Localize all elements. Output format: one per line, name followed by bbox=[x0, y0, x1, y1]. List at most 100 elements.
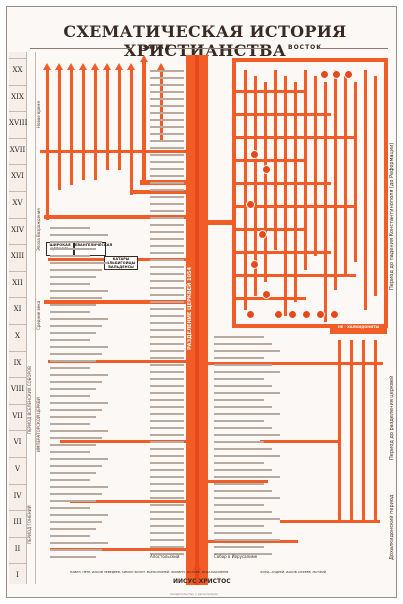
autocephaly-marker bbox=[250, 150, 259, 159]
annotation-line bbox=[150, 266, 184, 268]
annotation-line bbox=[150, 406, 184, 408]
century-divider bbox=[9, 244, 26, 246]
annotation-line bbox=[214, 546, 264, 548]
annotation-line bbox=[150, 210, 184, 212]
annotation-line bbox=[150, 504, 184, 506]
annotation-line bbox=[50, 374, 108, 376]
annotation-line bbox=[150, 462, 184, 464]
period-label-councils: ПЕРИОД ВСЕЛЕНСКИХ СОБОРОВ bbox=[27, 366, 32, 434]
west-box-cathars: КАТАРЫ АЛЬБИГОЙЦЫ ВАЛЬДЕНСЫ bbox=[104, 256, 138, 270]
annotation-line bbox=[50, 493, 102, 495]
century-IV: IV bbox=[13, 491, 22, 500]
east-church-line bbox=[294, 82, 297, 302]
east-church-line bbox=[344, 76, 347, 276]
annotation-line bbox=[150, 343, 184, 345]
annotation-line bbox=[50, 360, 96, 362]
annotation-line bbox=[150, 105, 184, 107]
annotation-line bbox=[150, 238, 184, 240]
century-II: II bbox=[14, 544, 21, 553]
west-denom-line-9 bbox=[142, 62, 146, 182]
oriental-line-4 bbox=[374, 340, 377, 520]
annotation-line bbox=[50, 465, 102, 467]
annotation-line bbox=[50, 346, 108, 348]
annotation-line bbox=[214, 539, 280, 541]
west-denom-line-8 bbox=[130, 70, 133, 195]
century-V: V bbox=[14, 465, 21, 473]
annotation-line bbox=[150, 287, 184, 289]
century-divider bbox=[9, 58, 26, 59]
annotation-line bbox=[214, 350, 280, 352]
century-divider bbox=[9, 510, 26, 512]
east-church-line bbox=[324, 82, 327, 322]
annotation-line bbox=[214, 553, 272, 555]
century-divider bbox=[9, 137, 26, 139]
east-cross-link bbox=[236, 228, 306, 231]
annotation-line bbox=[214, 385, 272, 387]
autocephaly-marker bbox=[316, 310, 325, 319]
annotation-line bbox=[150, 490, 184, 492]
east-church-line bbox=[304, 70, 307, 270]
arrow-up-4 bbox=[79, 63, 87, 70]
annotation-line bbox=[50, 276, 96, 278]
century-divider bbox=[9, 457, 26, 458]
east-branch-iii bbox=[208, 540, 298, 543]
annotation-line bbox=[150, 147, 184, 149]
west-branch-xv bbox=[44, 215, 186, 219]
east-bottom-bar bbox=[232, 324, 388, 328]
annotation-line bbox=[50, 430, 108, 432]
annotation-line bbox=[50, 514, 108, 516]
east-church-line bbox=[314, 76, 317, 256]
east-left-rail bbox=[232, 58, 236, 328]
autocephaly-marker bbox=[332, 70, 341, 79]
east-branch-ix bbox=[208, 362, 383, 365]
annotation-line bbox=[214, 448, 272, 450]
annotation-line bbox=[214, 371, 280, 373]
east-church-line bbox=[284, 76, 287, 316]
annotation-line bbox=[150, 140, 184, 142]
annotation-line bbox=[150, 84, 184, 86]
annotation-line bbox=[50, 262, 108, 264]
annotation-line bbox=[150, 329, 184, 331]
annotation-line bbox=[214, 413, 280, 415]
century-XVII: XVII bbox=[9, 145, 26, 154]
annotation-line bbox=[150, 126, 184, 128]
century-divider bbox=[9, 297, 26, 299]
annotation-line bbox=[150, 301, 184, 303]
period-label-persecution: ПЕРИОД ГОНЕНИЙ bbox=[27, 505, 32, 545]
annotation-line bbox=[150, 168, 184, 170]
annotation-line bbox=[50, 339, 90, 341]
east-cross-link bbox=[236, 297, 306, 300]
annotation-line bbox=[150, 378, 184, 380]
annotation-line bbox=[150, 231, 184, 233]
annotation-line bbox=[150, 217, 184, 219]
annotation-line bbox=[50, 458, 108, 460]
arrow-up-3 bbox=[67, 63, 75, 70]
autocephaly-marker bbox=[262, 290, 271, 299]
annotation-line bbox=[214, 357, 264, 359]
arrow-up-8 bbox=[127, 63, 135, 70]
apostolic-label: Апостольский bbox=[150, 554, 180, 559]
east-cross-link bbox=[236, 136, 356, 139]
century-column bbox=[9, 52, 27, 584]
origin-label: ИИСУС ХРИСТОС bbox=[173, 578, 231, 585]
annotation-line bbox=[150, 336, 184, 338]
arrow-up-2 bbox=[55, 63, 63, 70]
east-box-non-chalcedonian: НЕ - ХАЛКИДОНИТЫ bbox=[330, 324, 387, 334]
century-XIII: XIII bbox=[10, 252, 25, 261]
east-header: ВОСТОК bbox=[288, 44, 323, 51]
annotation-line bbox=[150, 518, 184, 520]
century-divider bbox=[9, 536, 26, 538]
century-XII: XII bbox=[12, 278, 23, 287]
annotation-line bbox=[50, 269, 102, 271]
annotation-line bbox=[50, 290, 108, 292]
east-cross-link bbox=[236, 251, 331, 254]
century-VIII: VIII bbox=[10, 385, 25, 394]
annotation-line bbox=[150, 322, 184, 324]
east-branch-vi bbox=[260, 440, 340, 443]
annotation-line bbox=[150, 413, 184, 415]
annotation-line bbox=[214, 518, 280, 520]
oriental-line-1 bbox=[338, 340, 341, 520]
century-divider bbox=[9, 563, 26, 565]
century-divider bbox=[9, 164, 26, 166]
oriental-line-3 bbox=[362, 340, 365, 520]
